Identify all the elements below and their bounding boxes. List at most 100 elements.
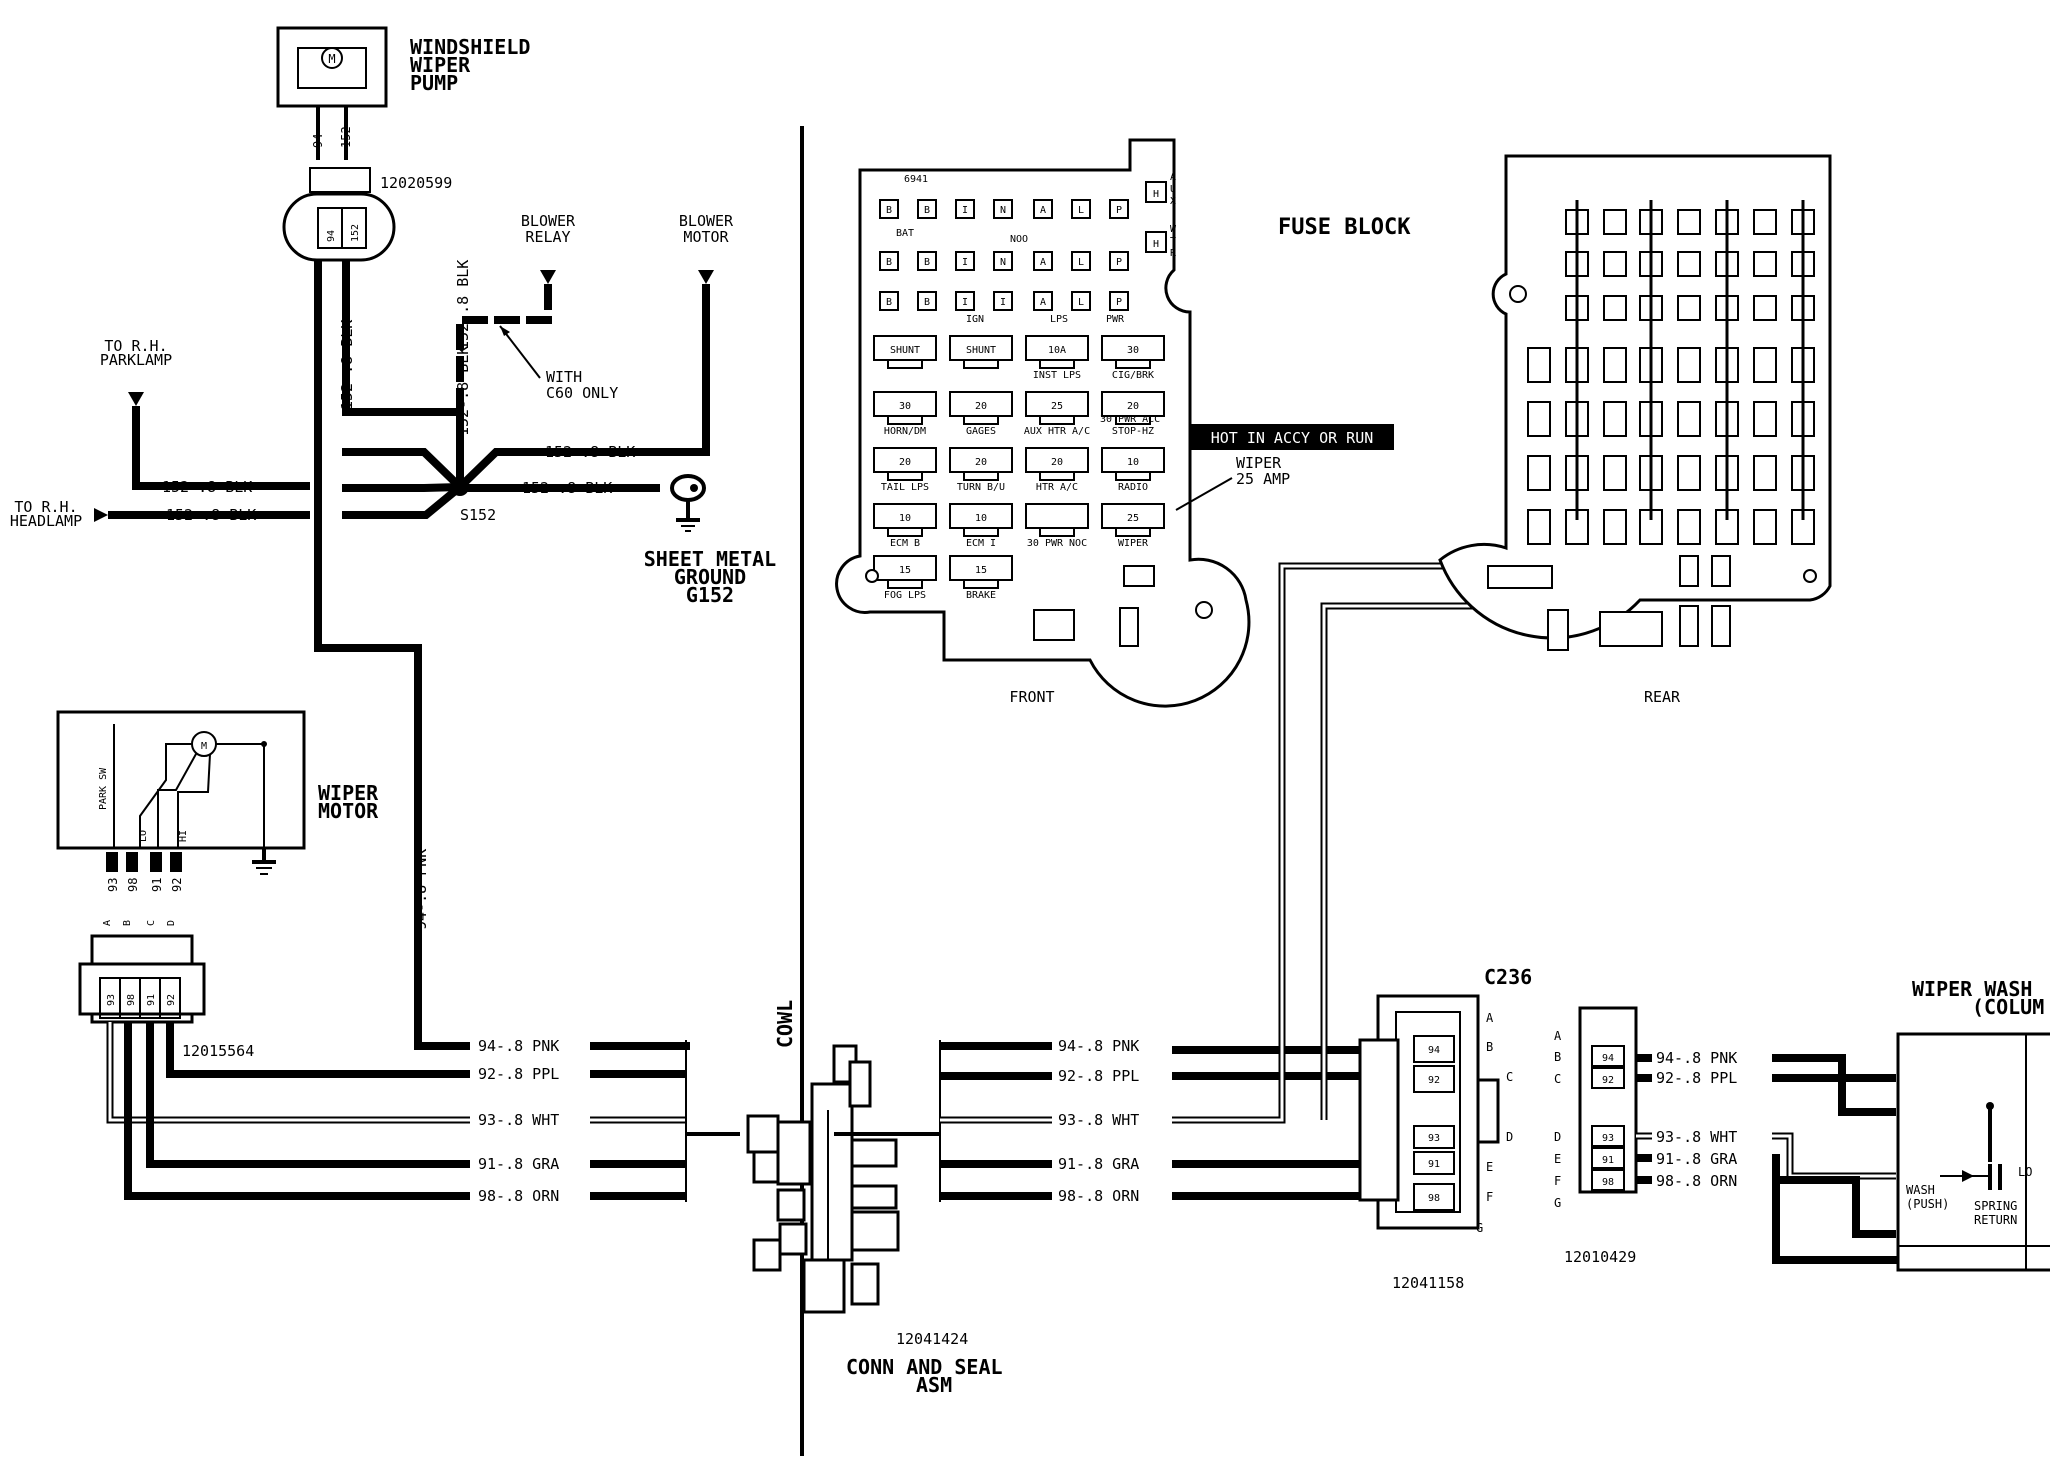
wire-152-blower-motor — [560, 284, 710, 456]
relay-letter-row3-0: B — [886, 297, 892, 308]
relay-letter-row2-4: A — [1040, 257, 1046, 268]
relay-socket-row3-3: I — [993, 291, 1013, 311]
harness-left-98: 98-.8 ORN — [478, 1187, 559, 1205]
rear-terminal — [1677, 455, 1701, 491]
fuse-value: 20 — [975, 401, 987, 412]
sw-pin-93: 93 — [1602, 1133, 1614, 1144]
fuse-value: 10 — [975, 513, 987, 524]
blower-relay-label-2: RELAY — [525, 228, 570, 246]
fuse-label: INST LPS — [1033, 370, 1081, 381]
sw-pin-91: 91 — [1602, 1155, 1614, 1166]
fuse-label: ECM I — [966, 538, 996, 549]
wash-label-1: WASH — [1906, 1183, 1935, 1197]
rear-terminal — [1527, 347, 1551, 383]
relay-socket-row1-4: A — [1033, 199, 1053, 219]
relay-letter-row2-5: L — [1078, 257, 1084, 268]
conn-seal-assembly: 12041424 CONN AND SEAL ASM — [746, 1044, 1003, 1397]
cowl-label: COWL — [773, 1000, 797, 1048]
motor-letter-b: B — [122, 920, 133, 926]
pump-connector-part: 12020599 — [380, 174, 452, 192]
c236-pin-94: 94 — [1428, 1045, 1440, 1056]
motor-pin-92: 92 — [170, 878, 184, 892]
wiper-fuse-label-2: 25 AMP — [1236, 470, 1290, 488]
fuse-value: 10A — [1048, 345, 1066, 356]
sw-wire-91: 91-.8 GRA — [1656, 1150, 1737, 1168]
wiper-washer-switch: WASH (PUSH) SPRING RETURN LO — [1896, 1032, 2050, 1272]
ground-label-2: GROUND — [674, 565, 746, 589]
sw-pin-94: 94 — [1602, 1053, 1614, 1064]
pump-connector-pin-152: 152 — [350, 224, 361, 242]
fuse-value: 10 — [899, 513, 911, 524]
relay-letter-row2-3: N — [1000, 257, 1006, 268]
rear-terminal — [1677, 209, 1701, 235]
fuse-value: 20 — [975, 457, 987, 468]
relay-letter-row1-4: A — [1040, 205, 1046, 216]
relay-socket-row1-6: P — [1109, 199, 1129, 219]
pump-title-1: WINDSHIELD — [410, 35, 530, 59]
fuse-value: 15 — [975, 565, 987, 576]
spring-label-1: SPRING — [1974, 1199, 2017, 1213]
to-headlamp-label-1: TO R.H. — [14, 498, 77, 516]
sw-letter-e: E — [1554, 1152, 1561, 1166]
fuse-value: SHUNT — [966, 345, 996, 356]
fuse-pwr-label: PWR — [1106, 314, 1125, 325]
motor-letter-d: D — [166, 920, 177, 926]
fuse-label: CIG/BRK — [1112, 370, 1154, 381]
conn-label-2: ASM — [916, 1373, 952, 1397]
fuse-code-6941: 6941 — [904, 174, 928, 185]
fuse-cell: SHUNT — [949, 335, 1013, 369]
park-sw-label: PARK SW — [98, 767, 109, 810]
ground-label-1: SHEET METAL — [644, 547, 776, 571]
rear-terminal — [1527, 509, 1551, 545]
rear-terminal — [1753, 251, 1777, 277]
relay-letter-row1-2: I — [962, 205, 968, 216]
wire-152-pump — [342, 260, 464, 455]
hi-label: HI — [178, 830, 189, 842]
fuse-aux-x: X — [1170, 196, 1176, 207]
rear-terminal — [1677, 251, 1701, 277]
sw-letter-a: A — [1554, 1029, 1562, 1043]
wire-94-vertical-label: 94-.8 PNK — [412, 849, 430, 930]
fuse-label: HTR A/C — [1036, 482, 1078, 493]
fuse-label: AUX HTR A/C — [1024, 426, 1090, 437]
motor-connector-part: 12015564 — [182, 1042, 254, 1060]
blower-relay: BLOWER RELAY WITH C60 ONLY — [456, 212, 618, 455]
fuse-label: FOG LPS — [884, 590, 926, 601]
fuse-value: 25 — [1127, 513, 1139, 524]
relay-socket-row2-5: L — [1071, 251, 1091, 271]
harness-right-98: 98-.8 ORN — [1058, 1187, 1139, 1205]
sw-letter-b: B — [1554, 1050, 1561, 1064]
wiper-motor-title-1: WIPER — [318, 781, 379, 805]
harness-right-91: 91-.8 GRA — [1058, 1155, 1139, 1173]
relay-letter-row1-5: L — [1078, 205, 1084, 216]
conn-part: 12041424 — [896, 1330, 968, 1348]
c236-pin-91: 91 — [1428, 1159, 1440, 1170]
c236-letter-d: D — [1506, 1130, 1513, 1144]
sw-wire-94: 94-.8 PNK — [1656, 1049, 1737, 1067]
relay-socket-row2-4: A — [1033, 251, 1053, 271]
relay-socket-row1-0: B — [879, 199, 899, 219]
wire-94-pnk-right — [940, 1042, 1420, 1054]
fuse-ign-label: IGN — [966, 314, 984, 325]
fuse-label: TURN B/U — [957, 482, 1005, 493]
relay-letter-row1-3: N — [1000, 205, 1006, 216]
relay-socket-row1-5: L — [1071, 199, 1091, 219]
blower-relay-arrow-icon — [540, 270, 556, 284]
pump-pin-94: 94 — [311, 134, 325, 148]
rear-terminal — [1753, 455, 1777, 491]
harness-right-93: 93-.8 WHT — [1058, 1111, 1139, 1129]
wire-94-pnk-left — [314, 260, 690, 1050]
relay-socket-row2-6: P — [1109, 251, 1129, 271]
relay-socket-row3-5: L — [1071, 291, 1091, 311]
rear-terminal — [1753, 295, 1777, 321]
